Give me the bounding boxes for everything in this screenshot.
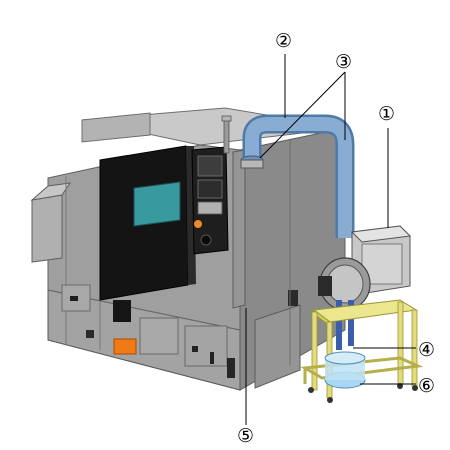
door-window (133, 181, 181, 227)
top-mast (223, 117, 230, 154)
chip-bin (113, 338, 137, 355)
machine-left-extension (31, 194, 63, 263)
mist-collector (318, 225, 412, 350)
callout-5: ⑤ (237, 425, 254, 447)
cnc-lathe (30, 107, 346, 391)
machine-rear-block (81, 112, 151, 143)
callout-6: ⑥ (418, 375, 435, 397)
callout-3: ③ (335, 51, 352, 73)
exhaust-duct (240, 114, 355, 238)
control-panel (191, 146, 229, 255)
side-edge-beam (232, 149, 246, 309)
callout-2: ② (275, 30, 292, 52)
leader-lines (245, 54, 416, 425)
callout-labels: ① ② ③ ④ ⑤ ⑥ (237, 30, 435, 447)
callout-1: ① (378, 103, 395, 125)
callout-4: ④ (418, 339, 435, 361)
orange-knob (194, 220, 202, 228)
machine-left-extension-top (30, 182, 72, 201)
collector-stand (300, 299, 424, 403)
base-black-box (113, 300, 131, 322)
